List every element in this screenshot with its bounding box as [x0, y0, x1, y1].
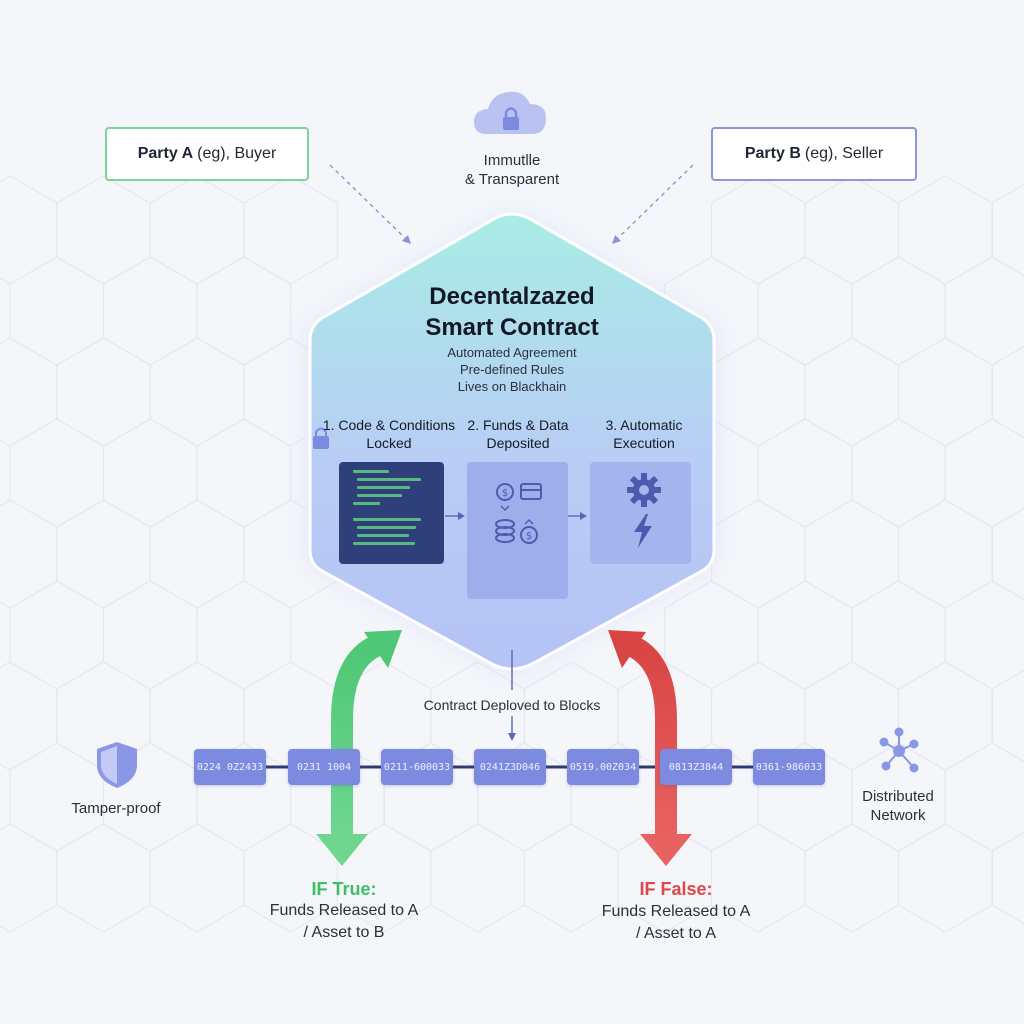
contract-subtitle-line1: Automated Agreement	[447, 345, 577, 360]
party-b-role: (eg), Seller	[804, 145, 884, 162]
party-a-name: Party A	[137, 145, 194, 162]
step-2-label: 2. Funds & Data Deposited	[452, 416, 584, 452]
party-b-dashed-arrow	[615, 164, 694, 241]
cloud-lock-icon	[474, 91, 546, 134]
coin-icon: $	[496, 483, 514, 501]
shield-icon	[97, 742, 137, 788]
party-b-box: Party B (eg), Seller	[711, 127, 917, 181]
block-1: 0224 0Z2433	[194, 749, 266, 785]
contract-subtitle-line2: Pre-defined Rules	[459, 362, 565, 377]
contract-subtitle: Automated Agreement Pre-defined Rules Li…	[392, 344, 632, 395]
distributed-network-line1: Distributed	[862, 788, 934, 805]
if-false-text: Funds Released to A / Asset to A	[576, 901, 776, 945]
lightning-icon	[634, 514, 652, 548]
party-a-arrowhead	[402, 235, 411, 244]
contract-title: Decentalzazed Smart Contract	[362, 281, 662, 343]
network-icon	[879, 727, 919, 773]
immutable-label-line2: & Transparent	[464, 171, 560, 188]
tamper-proof-label: Tamper-proof	[71, 800, 161, 817]
block-5: 0519.00Z034	[567, 749, 639, 785]
if-false-line2: / Asset to A	[635, 925, 717, 942]
if-true-text: Funds Released to A / Asset to B	[244, 900, 444, 944]
step-3-label: 3. Automatic Execution	[580, 416, 708, 452]
code-line	[353, 502, 380, 505]
if-false-arrow	[608, 630, 692, 866]
step-1-label: 1. Code & Conditions Locked	[310, 416, 468, 452]
block-3: 0211-600033	[381, 749, 453, 785]
contract-title-line1: Decentalzazed	[429, 283, 595, 310]
deploy-label: Contract Deploved to Blocks	[423, 697, 601, 713]
execution-panel-icons	[627, 473, 661, 548]
up-chevron-icon	[524, 519, 534, 525]
card-icon	[520, 483, 542, 500]
if-true-arrow	[316, 630, 402, 866]
step-2-line2: Deposited	[486, 435, 550, 451]
coin-icon: $	[520, 526, 538, 544]
contract-title-line2: Smart Contract	[425, 314, 599, 341]
code-panel	[339, 462, 444, 564]
immutable-label-line1: Immutlle	[483, 152, 541, 169]
distributed-network-label: Distributed Network	[838, 787, 958, 825]
contract-subtitle-line3: Lives on Blackhain	[457, 379, 567, 394]
background-hexagon	[991, 831, 1024, 925]
code-line	[357, 534, 409, 537]
if-false-heading: IF False:	[639, 879, 713, 899]
coin-stack-icon	[495, 519, 515, 543]
code-line	[353, 470, 389, 473]
party-b-name: Party B	[744, 145, 801, 162]
code-line	[353, 518, 421, 521]
distributed-network-line2: Network	[870, 807, 926, 824]
step-3-line1: 3. Automatic	[605, 417, 683, 433]
if-true-line2: / Asset to B	[303, 924, 385, 941]
if-false-line1: Funds Released to A	[601, 903, 751, 920]
immutable-label: Immutlle & Transparent	[432, 151, 592, 189]
funds-panel-icons: $ $	[495, 483, 542, 544]
code-line	[357, 526, 416, 529]
step-1-line1: 1. Code & Conditions	[322, 417, 456, 433]
deploy-arrowhead	[508, 733, 516, 741]
block-4: 0241Z3D046	[474, 749, 546, 785]
party-a-dashed-arrow	[329, 164, 408, 241]
step-2-line1: 2. Funds & Data	[467, 417, 569, 433]
block-7: 0361-986033	[753, 749, 825, 785]
down-chevron-icon	[500, 505, 510, 511]
code-line	[357, 478, 422, 481]
code-line	[353, 542, 416, 545]
funds-panel: $ $	[467, 462, 568, 599]
svg-text:$: $	[502, 488, 508, 499]
if-true-line1: Funds Released to A	[269, 902, 419, 919]
lock-icon	[313, 427, 329, 449]
step-1-line2: Locked	[366, 435, 412, 451]
party-a-role: (eg), Buyer	[197, 145, 277, 162]
block-2: 0231 1004	[288, 749, 360, 785]
svg-text:$: $	[526, 531, 532, 542]
step-arrow-1-head	[458, 512, 465, 520]
step-arrow-2-head	[580, 512, 587, 520]
code-line	[357, 494, 402, 497]
party-a-box: Party A (eg), Buyer	[105, 127, 309, 181]
step-3-line2: Execution	[613, 435, 675, 451]
execution-panel	[590, 462, 691, 564]
party-b-arrowhead	[612, 235, 621, 244]
gear-icon	[627, 473, 661, 507]
if-true-heading: IF True:	[311, 879, 377, 899]
block-6: 0813Z3844	[660, 749, 732, 785]
code-line	[357, 486, 411, 489]
